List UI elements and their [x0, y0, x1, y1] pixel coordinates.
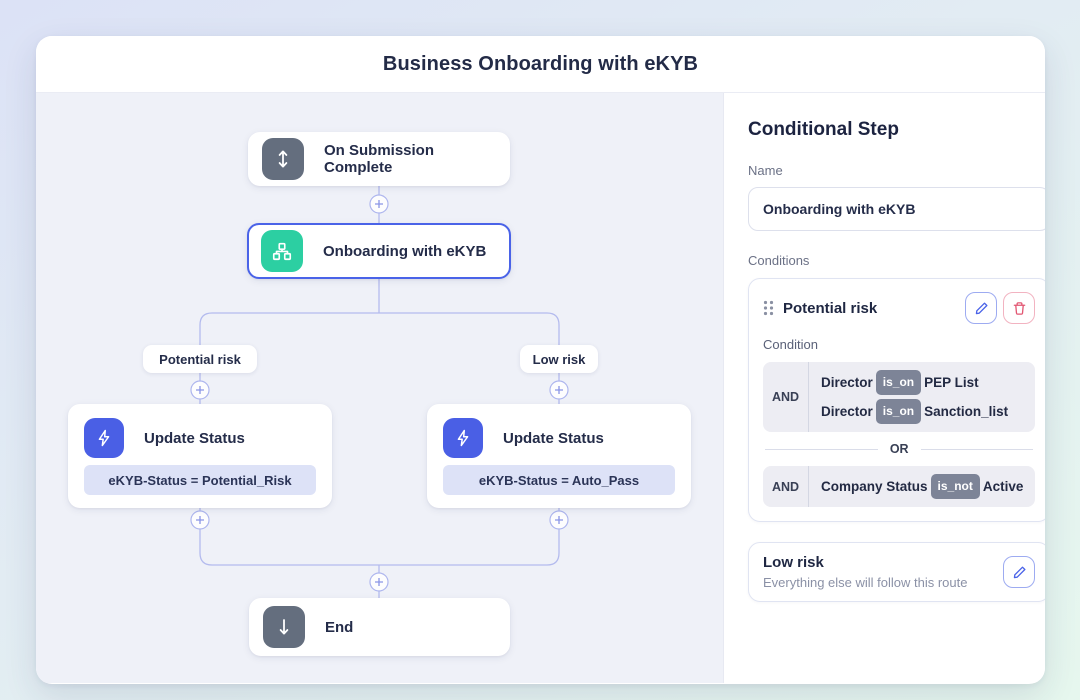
condition-field: Director — [821, 375, 873, 390]
operator-badge: is_not — [930, 474, 980, 499]
status-badge: eKYB-Status = Auto_Pass — [443, 465, 675, 495]
name-label: Name — [748, 163, 783, 178]
add-step-button[interactable] — [369, 194, 389, 214]
edit-condition-button[interactable] — [965, 292, 998, 324]
updown-arrow-icon — [262, 138, 304, 180]
panel-title: Conditional Step — [748, 119, 899, 140]
low-risk-title: Low risk — [763, 554, 824, 571]
page-title: Business Onboarding with eKYB — [382, 52, 699, 75]
node-label: Onboarding with eKYB — [323, 242, 487, 260]
condition-value: Sanction_list — [924, 404, 1009, 419]
node-update-status-potential[interactable]: Update Status eKYB-Status = Potential_Ri… — [68, 404, 332, 508]
name-input[interactable] — [748, 187, 1045, 231]
branch-label-potential-risk[interactable]: Potential risk — [143, 345, 257, 373]
add-step-button[interactable] — [190, 510, 210, 530]
condition-title: Potential risk — [783, 299, 878, 317]
branch-label-low-risk[interactable]: Low risk — [520, 345, 598, 373]
down-arrow-icon — [263, 606, 305, 648]
or-label: OR — [889, 442, 909, 456]
group-operator: AND — [763, 362, 809, 432]
status-badge: eKYB-Status = Potential_Risk — [84, 465, 316, 495]
operator-badge: is_on — [875, 370, 922, 395]
conditional-step-panel: Conditional Step Name Conditions Potenti… — [723, 93, 1045, 683]
condition-value: Active — [982, 479, 1024, 494]
lightning-icon — [84, 418, 124, 458]
node-label: On Submission Complete — [324, 142, 435, 176]
add-step-button[interactable] — [369, 572, 389, 592]
low-risk-card: Low risk Everything else will follow thi… — [748, 542, 1045, 602]
condition-sublabel: Condition — [763, 337, 818, 352]
connector-lines — [190, 186, 569, 598]
conditions-label: Conditions — [748, 253, 810, 268]
condition-field: Director — [821, 404, 873, 419]
node-update-status-autopass[interactable]: Update Status eKYB-Status = Auto_Pass — [427, 404, 691, 508]
delete-condition-button[interactable] — [1003, 292, 1036, 324]
drag-handle-icon[interactable] — [763, 300, 774, 316]
operator-badge: is_on — [875, 399, 922, 424]
node-on-submission-complete[interactable]: On Submission Complete — [248, 132, 510, 186]
node-end[interactable]: End — [249, 598, 510, 656]
condition-field: Company Status — [821, 479, 928, 494]
node-label: End — [325, 618, 354, 636]
app-window: Business Onboarding with eKYB — [36, 36, 1045, 684]
group-operator: AND — [763, 466, 809, 507]
workflow-canvas[interactable]: On Submission Complete Onboarding with e… — [36, 93, 723, 683]
low-risk-subtitle: Everything else will follow this route — [763, 575, 968, 590]
condition-value: PEP List — [924, 375, 979, 390]
titlebar: Business Onboarding with eKYB — [36, 36, 1045, 93]
node-onboarding-with-ekyb[interactable]: Onboarding with eKYB — [247, 223, 511, 279]
add-step-button[interactable] — [549, 380, 569, 400]
edit-low-risk-button[interactable] — [1003, 556, 1036, 588]
node-label: Update Status — [503, 429, 604, 447]
condition-card-potential-risk: Potential risk — [748, 278, 1045, 522]
add-step-button[interactable] — [190, 380, 210, 400]
or-divider: OR — [765, 442, 1034, 456]
lightning-icon — [443, 418, 483, 458]
node-label: Update Status — [144, 429, 245, 447]
add-step-button[interactable] — [549, 510, 569, 530]
sitemap-icon — [261, 230, 303, 272]
